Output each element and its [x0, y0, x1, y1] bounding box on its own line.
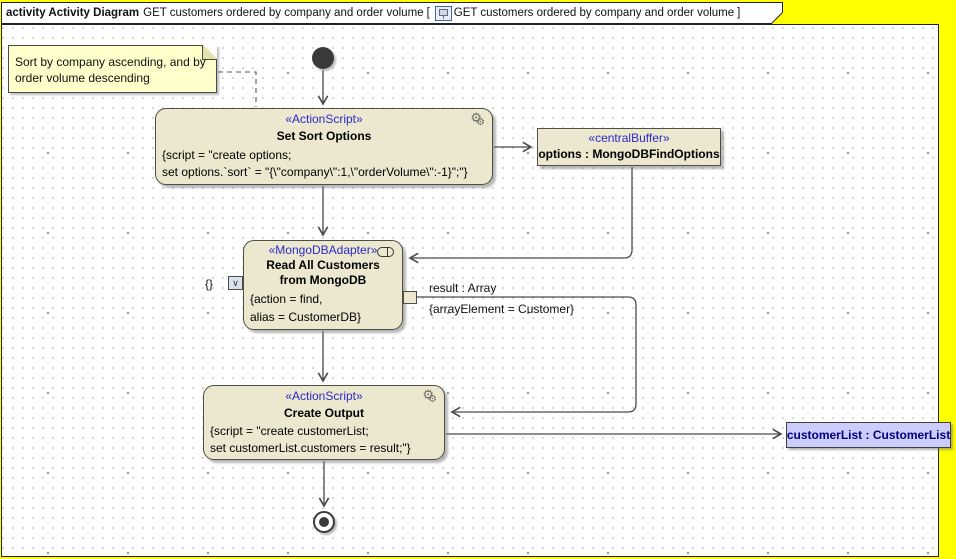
frame-title-repeat: GET customers ordered by company and ord… [453, 7, 735, 19]
activity-diagram-icon [434, 5, 452, 21]
set-sort-name: Set Sort Options [276, 129, 372, 143]
adapter-body-line2: alias = CustomerDB} [250, 310, 362, 324]
set-sort-stereotype: «ActionScript» [285, 112, 363, 126]
adapter-body-line1: {action = find, [250, 292, 323, 306]
input-pin-value-label: {} [205, 277, 214, 291]
buffer-stereotype: «centralBuffer» [588, 131, 670, 145]
adapter-name-line1: Read All Customers [266, 258, 380, 272]
output-pin-result[interactable] [403, 291, 417, 304]
action-set-sort-options[interactable]: «ActionScript» Set Sort Options {script … [155, 108, 493, 185]
note-text-line1: Sort by company ascending, and by [15, 55, 206, 69]
create-output-body-line1: {script = "create customerList; [210, 424, 369, 438]
adapter-name-line2: from MongoDB [279, 273, 367, 287]
gears-icon: ⚙⚙ [470, 110, 485, 128]
buffer-name: options : MongoDBFindOptions [538, 147, 720, 161]
database-capsule-icon [377, 247, 394, 257]
set-sort-body-line1: {script = "create options; [162, 148, 292, 162]
frame-bracket-open: [ [426, 7, 430, 19]
final-node-inner-dot [319, 517, 329, 527]
result-edge-constraint-label: {arrayElement = Customer} [429, 302, 575, 316]
frame-kind-label: activity Activity Diagram [6, 7, 140, 19]
central-buffer-options[interactable]: «centralBuffer» options : MongoDBFindOpt… [537, 128, 721, 166]
frame-bracket-close: ] [737, 7, 741, 19]
note-text-line2: order volume descending [15, 71, 150, 85]
frame-title: GET customers ordered by company and ord… [143, 7, 424, 19]
activity-final-node[interactable] [313, 511, 335, 533]
frame-header-text: activity Activity Diagram GET customers … [1, 2, 783, 24]
gears-icon: ⚙⚙ [422, 387, 437, 405]
input-pin[interactable]: ∨ [228, 276, 243, 290]
create-output-stereotype: «ActionScript» [285, 389, 363, 403]
diagram-frame-header: activity Activity Diagram GET customers … [1, 2, 783, 24]
set-sort-body-line2: set options.`sort` = "{\"company\":1,\"o… [162, 165, 468, 179]
action-read-all-customers[interactable]: «MongoDBAdapter» Read All Customers from… [243, 240, 403, 330]
note-fold-corner-icon [202, 45, 217, 60]
create-output-body-line2: set customerList.customers = result;"} [210, 441, 411, 455]
comment-note[interactable]: Sort by company ascending, and by order … [8, 45, 217, 93]
parameter-node-customerlist[interactable]: customerList : CustomerList [786, 422, 951, 448]
action-create-output[interactable]: «ActionScript» Create Output {script = "… [203, 385, 445, 460]
parameter-node-label: customerList : CustomerList [786, 428, 951, 442]
create-output-name: Create Output [283, 406, 364, 420]
result-edge-label: result : Array [429, 281, 497, 295]
frame-header-shape [1, 2, 783, 24]
adapter-stereotype: «MongoDBAdapter» [268, 243, 378, 257]
initial-node[interactable] [312, 47, 334, 69]
